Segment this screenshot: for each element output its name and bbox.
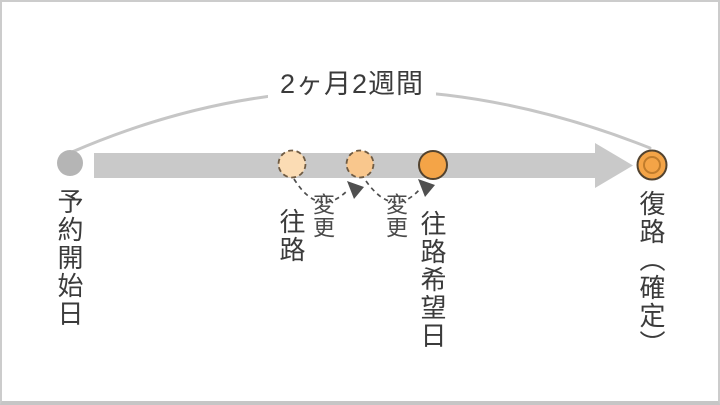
duration-label: 2ヶ月2週間 [267,62,437,101]
timeline-bar [94,153,596,178]
return-confirmed-label: 復路（確定） [636,190,666,358]
change-arrow-1-head-icon [347,181,364,199]
change-label-2: 変更 [383,193,408,239]
change-arrow-2-head-icon [418,179,435,197]
booking-start-label: 予約開始日 [54,188,84,328]
timeline-diagram-canvas [57,88,668,204]
outbound-desired-label: 往路希望日 [417,210,447,350]
change-arrow-2 [365,180,421,204]
change-arrow-1 [293,178,349,203]
outbound-mid-circle [345,149,375,179]
outbound-old-label: 往路 [276,208,306,264]
change-label-1: 変更 [310,193,335,239]
outbound-old-circle [277,149,307,179]
outbound-desired-circle [418,150,448,180]
timeline-arrowhead-icon [595,143,633,188]
return-confirmed-circle [636,149,668,181]
booking-start-dot [57,150,83,176]
return-confirmed-inner-ring [643,156,661,174]
